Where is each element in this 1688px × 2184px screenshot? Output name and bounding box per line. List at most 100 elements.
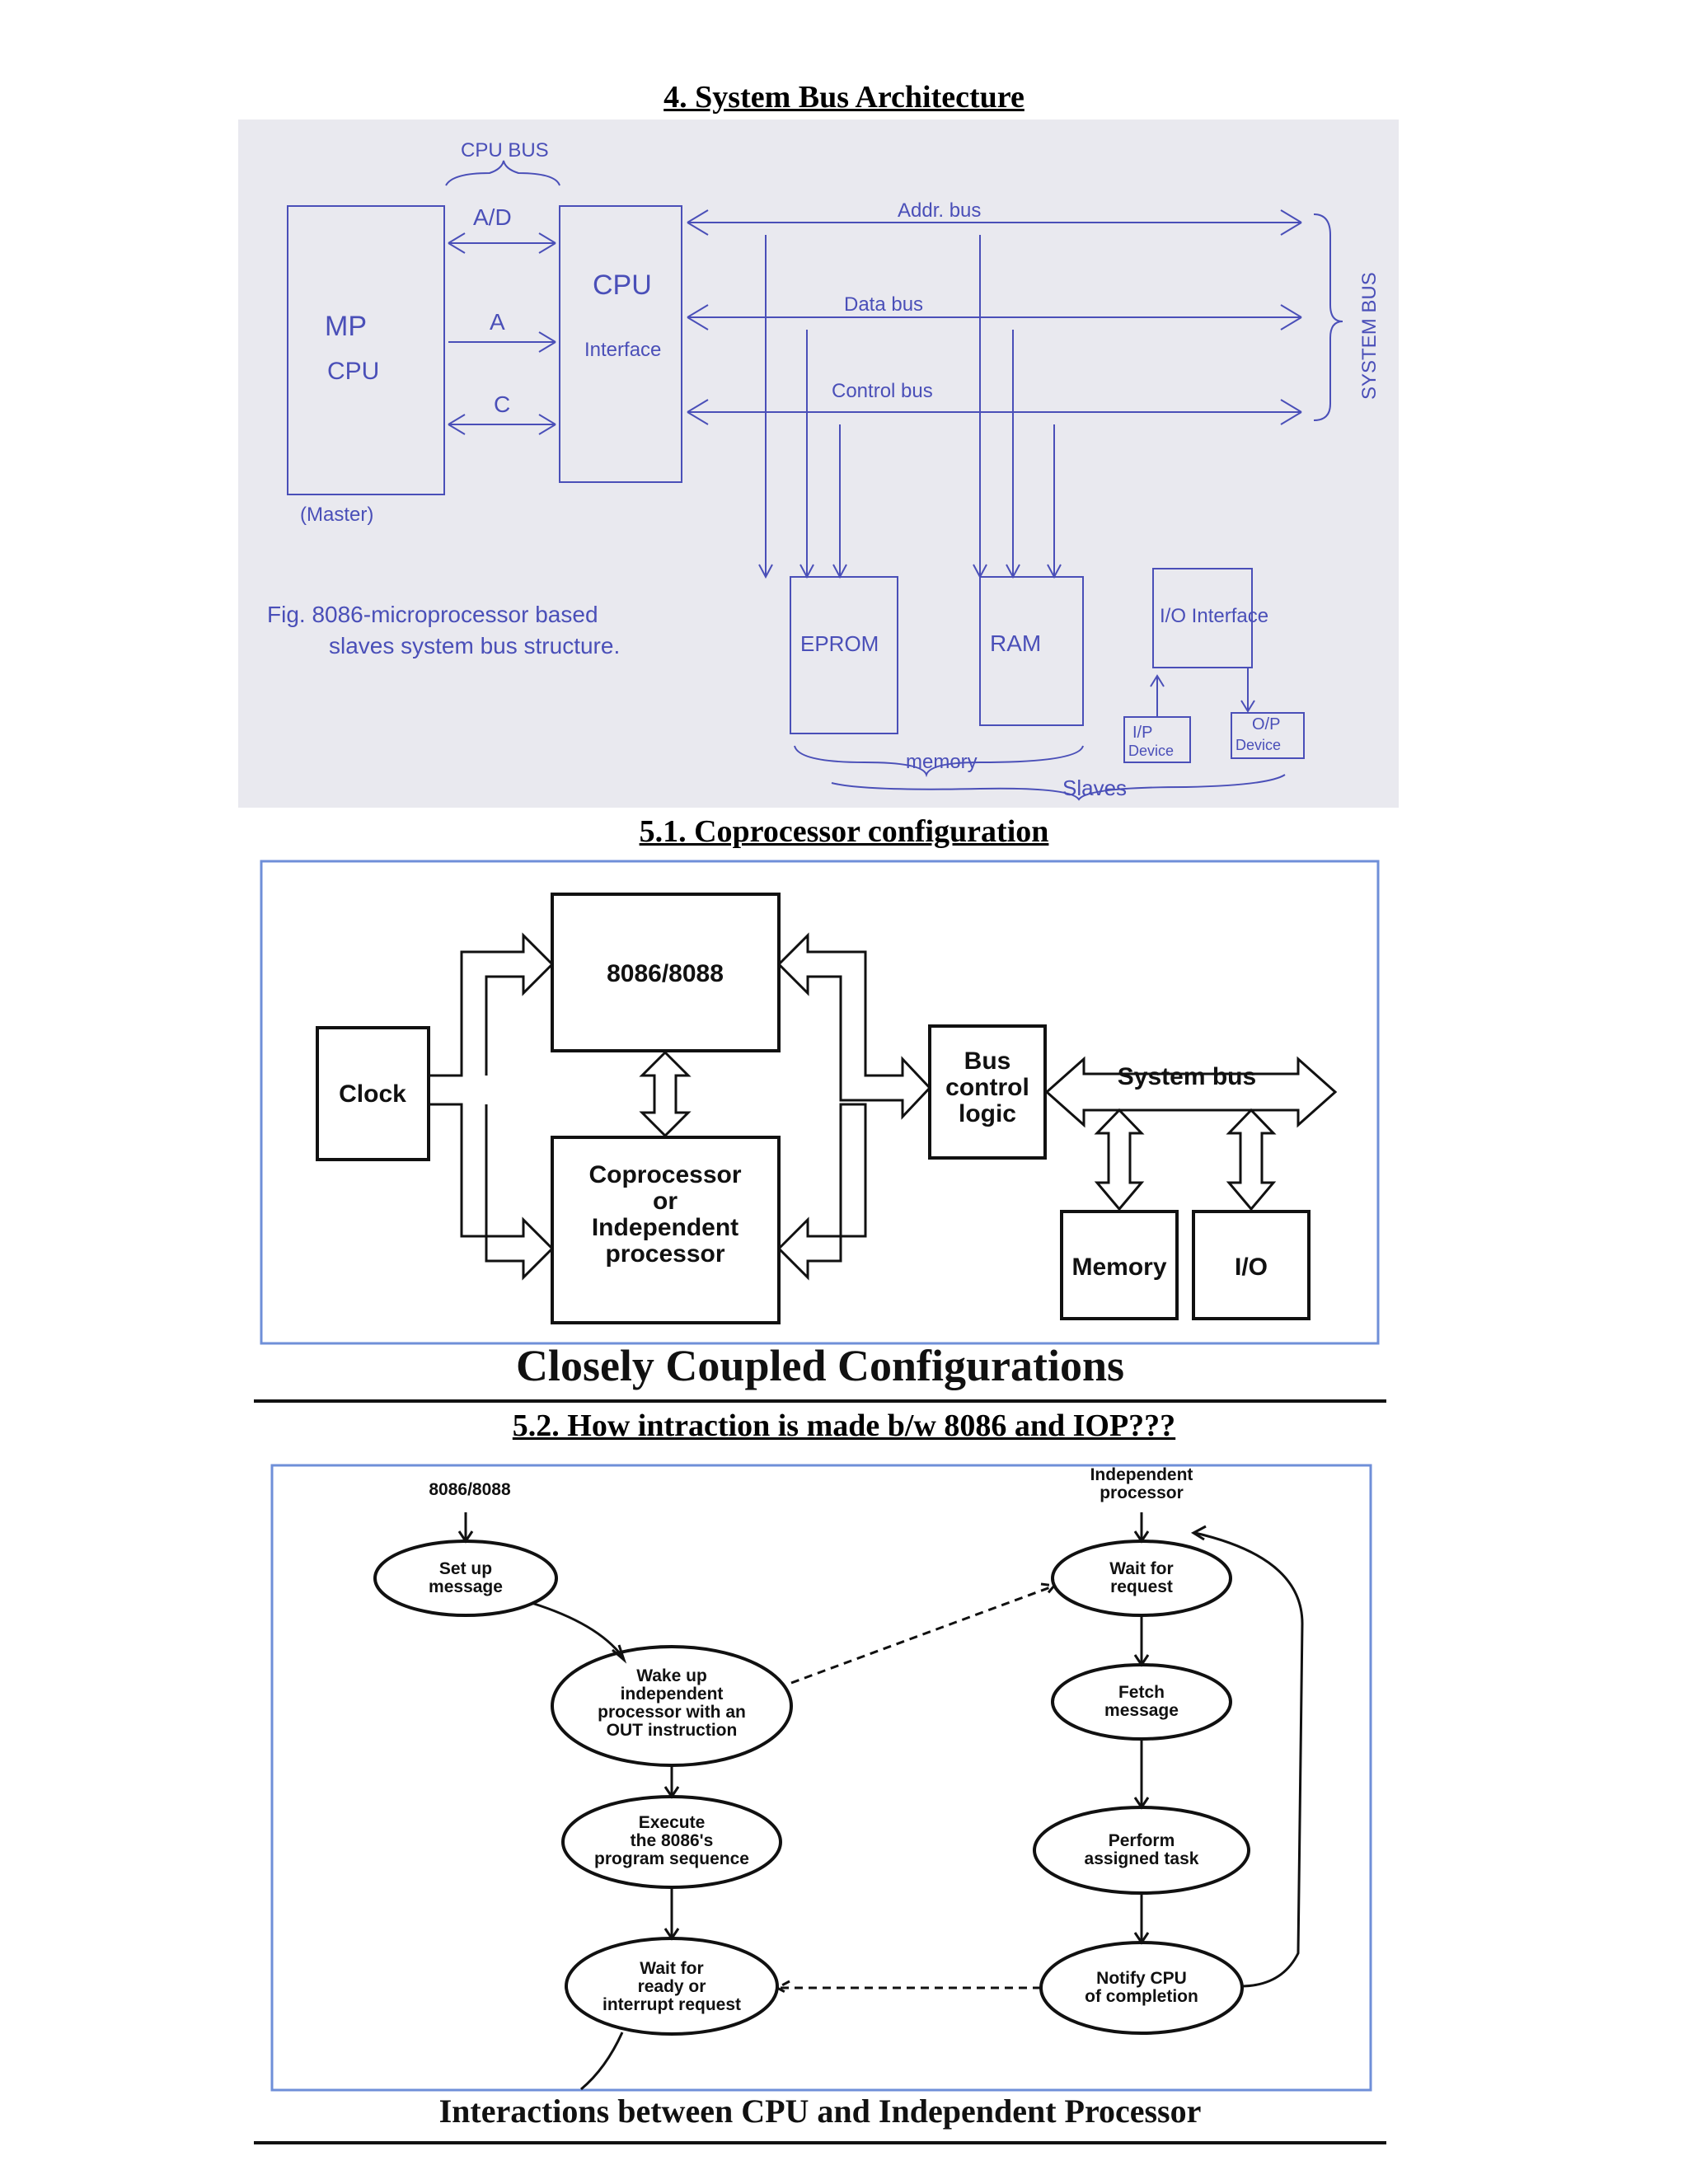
execute-to-wait-arrow [663, 1887, 680, 1941]
system-bus-arrow [1044, 1056, 1338, 1128]
op-device-label-1: O/P [1252, 715, 1280, 733]
cpu-box [551, 893, 781, 1052]
loop-back-arrow [1190, 1525, 1304, 1988]
data-bus-label: Data bus [844, 293, 923, 316]
coprocessor-diagram: Clock 8086/8088 Coprocessor or Independe… [254, 860, 1386, 1403]
wait-ready-label-2: ready or [638, 1977, 706, 1996]
wake-label-2: independent [621, 1685, 724, 1704]
wake-label-4: OUT instruction [607, 1721, 738, 1740]
memory-box [1060, 1210, 1179, 1320]
execute-label-1: Execute [639, 1813, 706, 1832]
right-title-2: processor [1100, 1483, 1184, 1502]
ad-label: A/D [473, 204, 512, 230]
op-device-box [1231, 712, 1305, 759]
addr-bus-label: Addr. bus [898, 199, 981, 222]
wait-loop-curve [580, 2032, 624, 2091]
interaction-caption: Interactions between CPU and Independent… [439, 2093, 1202, 2130]
ram-label: RAM [990, 630, 1041, 656]
cpu-label: 8086/8088 [607, 960, 724, 987]
a-label: A [490, 309, 505, 335]
bus-to-io-arrow [1226, 1108, 1277, 1212]
memory-label: Memory [1071, 1254, 1166, 1281]
fig-caption-1: Fig. 8086-microprocessor based [267, 602, 598, 627]
section-5-2-heading: 5.2. How intraction is made b/w 8086 and… [512, 1408, 1176, 1443]
io-label: I/O [1235, 1254, 1268, 1281]
section-5-1-heading: 5.1. Coprocessor configuration [639, 814, 1049, 849]
memory-brace [794, 745, 1084, 778]
bus-control-label-2: control [945, 1074, 1029, 1101]
coprocessor-box [551, 1136, 781, 1324]
slaves-brace [831, 774, 1286, 801]
ip-device-label-2: Device [1128, 743, 1174, 759]
cpu-interface-label-1: CPU [593, 269, 652, 301]
setup-label-2: message [429, 1577, 503, 1596]
execute-label-2: the 8086's [631, 1831, 714, 1850]
op-device-arrow [1240, 668, 1255, 713]
io-interface-box [1152, 568, 1253, 668]
coprocessor-figure: Clock 8086/8088 Coprocessor or Independe… [251, 853, 1389, 1405]
perform-label-1: Perform [1109, 1831, 1175, 1850]
wake-to-execute-arrow [663, 1765, 680, 1799]
control-bus-label: Control bus [832, 380, 933, 402]
cpu-bus-brace [445, 160, 560, 186]
wait-ready-label-3: interrupt request [603, 1995, 741, 2014]
start-arrow-right [1133, 1512, 1150, 1544]
notify-signal-arrow [774, 1980, 1041, 1996]
system-bus-label: SYSTEM BUS [1358, 272, 1381, 400]
setup-to-wake-arrow [531, 1601, 627, 1664]
execute-label-3: program sequence [594, 1849, 749, 1868]
slaves-label: Slaves [1062, 776, 1127, 800]
start-arrow-left [457, 1512, 474, 1544]
bus-to-memory-arrow [1094, 1108, 1145, 1212]
ram-box [979, 576, 1084, 726]
io-interface-label: I/O Interface [1160, 605, 1268, 627]
wake-label-3: processor with an [598, 1703, 746, 1722]
fig-caption-2: slaves system bus structure. [329, 633, 620, 658]
eprom-drop-1 [758, 235, 773, 579]
mp-cpu-label-1: MP [325, 311, 367, 342]
setup-label-1: Set up [439, 1559, 492, 1578]
memory-brace-label: memory [906, 751, 978, 773]
wake-label-1: Wake up [636, 1666, 707, 1685]
c-arrow [448, 414, 556, 435]
section-4-heading: 4. System Bus Architecture [663, 80, 1025, 115]
system-bus-diagram: CPU BUS A/D A C MP CPU (Master) CPU Inte… [238, 120, 1399, 808]
fetch-label-1: Fetch [1118, 1683, 1165, 1702]
bus-control-box [928, 1024, 1047, 1160]
coprocessor-label-2: or [653, 1188, 678, 1215]
io-box [1192, 1210, 1311, 1320]
perform-to-notify-arrow [1133, 1893, 1150, 1945]
master-label: (Master) [300, 504, 373, 526]
cpu-interface-box [559, 205, 682, 483]
coprocessor-label-4: processor [605, 1240, 724, 1268]
control-bus-line [687, 399, 1302, 425]
ip-device-label-1: I/P [1132, 724, 1152, 742]
clock-to-coprocessor-arrow [429, 1103, 555, 1281]
coprocessor-label-1: Coprocessor [588, 1161, 741, 1188]
wait-request-label-1: Wait for [1109, 1559, 1173, 1578]
ip-device-arrow [1150, 674, 1165, 717]
a-arrow [448, 331, 556, 353]
eprom-label: EPROM [800, 631, 879, 656]
notify-label-2: of completion [1085, 1987, 1198, 2006]
eprom-box [790, 576, 898, 734]
perform-label-2: assigned task [1085, 1849, 1199, 1868]
wait-to-fetch-arrow [1133, 1615, 1150, 1667]
ad-arrow [448, 232, 556, 254]
coprocessor-caption: Closely Coupled Configurations [516, 1341, 1124, 1390]
address-bus-line [687, 209, 1302, 236]
wake-signal-arrow [790, 1582, 1057, 1685]
interaction-figure: 8086/8088 Independent processor Set up m… [251, 1459, 1389, 2151]
cpu-to-bus-arrow [776, 932, 932, 1120]
data-bus-line [687, 304, 1302, 330]
paper-background [238, 120, 1399, 808]
system-bus-brace [1313, 213, 1343, 421]
fetch-to-perform-arrow [1133, 1739, 1150, 1810]
cpu-coprocessor-arrow [639, 1050, 692, 1138]
wait-request-label-2: request [1110, 1577, 1173, 1596]
right-title-1: Independent [1090, 1465, 1193, 1484]
mp-cpu-label-2: CPU [327, 358, 379, 385]
bus-control-label-1: Bus [964, 1047, 1011, 1075]
coprocessor-to-bus-arrow [776, 1103, 867, 1281]
clock-to-cpu-arrow [429, 932, 555, 1077]
